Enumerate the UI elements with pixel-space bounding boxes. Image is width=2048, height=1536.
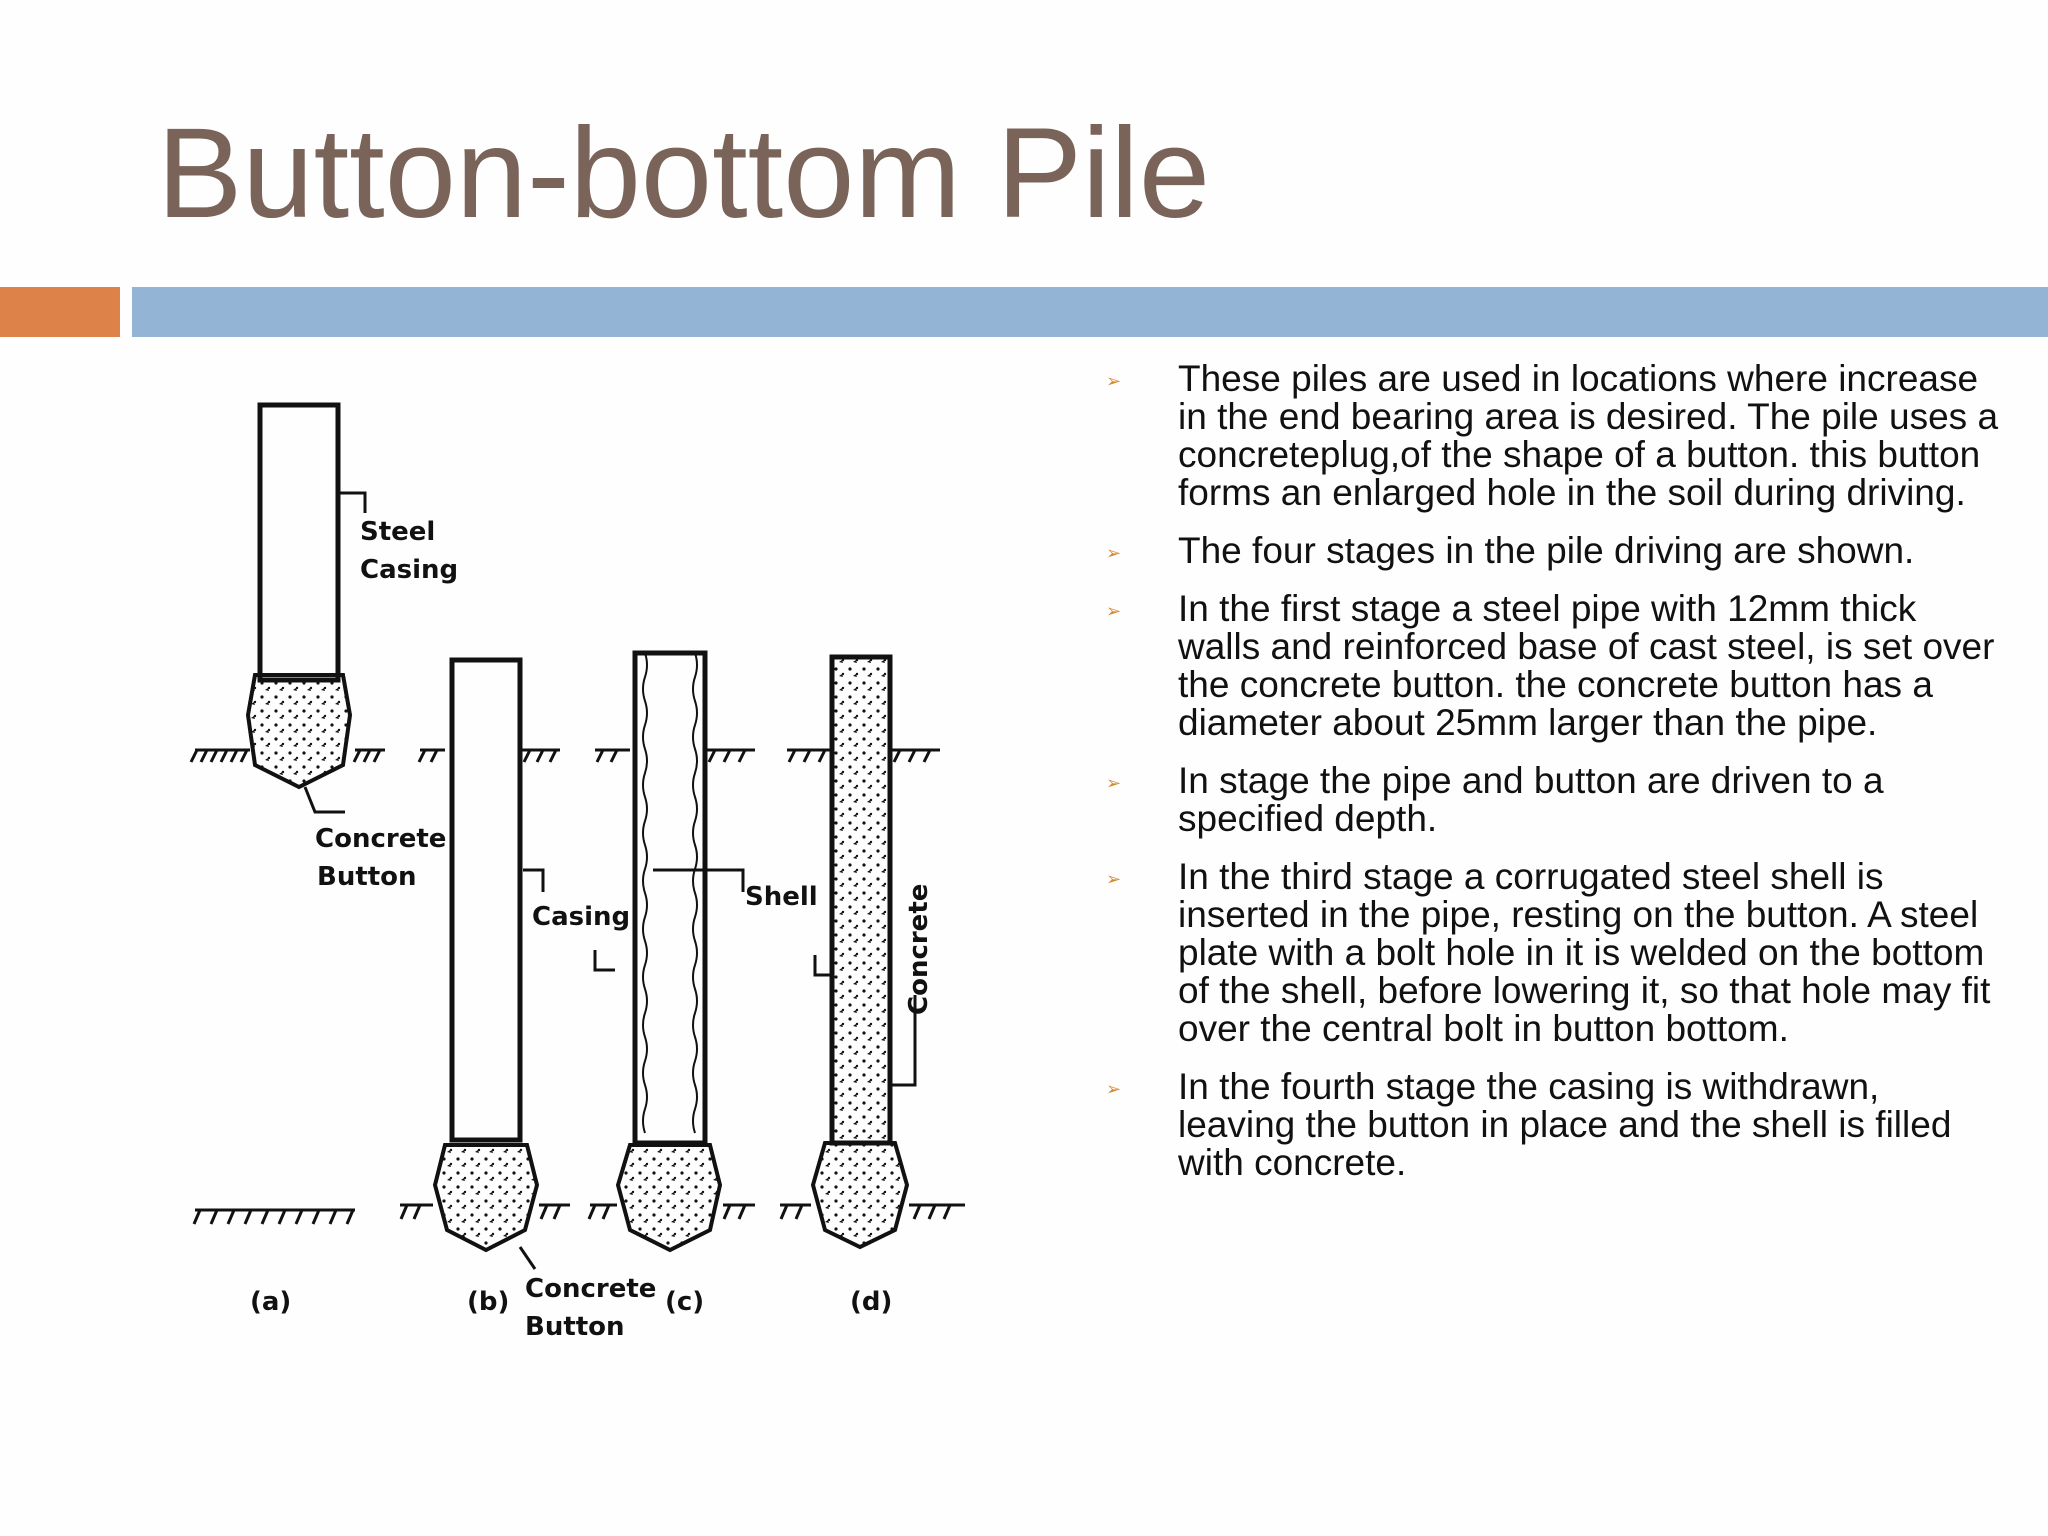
arrow-bullet-icon: ➢ bbox=[1106, 1079, 1122, 1099]
stage-b: Casing Concrete Button (b) bbox=[399, 657, 656, 1342]
label-stage-d: (d) bbox=[850, 1287, 892, 1317]
concrete-button-c bbox=[615, 1143, 723, 1253]
ground-line-d-top bbox=[787, 748, 940, 763]
concrete-filled-shell-d bbox=[829, 654, 893, 1146]
slide-title: Button-bottom Pile bbox=[157, 102, 1210, 245]
bullet-item: ➢ In stage the pipe and button are drive… bbox=[1100, 762, 2000, 838]
bullet-text: In the first stage a steel pipe with 12m… bbox=[1178, 588, 1995, 743]
arrow-bullet-icon: ➢ bbox=[1106, 869, 1122, 889]
ground-line-b-bottom bbox=[399, 1203, 570, 1220]
steel-casing-a bbox=[257, 402, 341, 683]
bullet-text: In the third stage a corrugated steel sh… bbox=[1178, 856, 1991, 1049]
ground-line-b-top bbox=[417, 748, 560, 763]
label-button-b: Button bbox=[525, 1312, 625, 1342]
bullet-item: ➢ In the third stage a corrugated steel … bbox=[1100, 858, 2000, 1048]
arrow-bullet-icon: ➢ bbox=[1106, 773, 1122, 793]
bullet-item: ➢ These piles are used in locations wher… bbox=[1100, 360, 2000, 512]
concrete-button-d bbox=[810, 1141, 910, 1250]
concrete-button-b bbox=[432, 1143, 540, 1253]
label-button-a: Button bbox=[317, 862, 417, 892]
pile-stages-diagram: Steel Casing Concrete Button (a) bbox=[175, 385, 995, 1345]
ground-line-a-top bbox=[189, 748, 385, 763]
bullet-text: The four stages in the pile driving are … bbox=[1178, 530, 1915, 571]
bullet-item: ➢ In the first stage a steel pipe with 1… bbox=[1100, 590, 2000, 742]
ground-line-c-bottom bbox=[587, 1203, 755, 1220]
bullet-item: ➢ In the fourth stage the casing is with… bbox=[1100, 1068, 2000, 1182]
label-shell: Shell bbox=[745, 882, 818, 912]
label-steel: Steel bbox=[360, 517, 435, 547]
label-concrete-a: Concrete bbox=[315, 824, 446, 854]
label-casing-a: Casing bbox=[360, 555, 458, 585]
stage-d: Concrete (d) bbox=[779, 654, 965, 1317]
ground-line-a-bottom bbox=[192, 1208, 355, 1225]
ground-line-d-bottom bbox=[779, 1203, 965, 1220]
stage-a: Steel Casing Concrete Button (a) bbox=[189, 402, 458, 1317]
concrete-button-a bbox=[245, 673, 353, 790]
label-stage-b: (b) bbox=[467, 1287, 509, 1317]
accent-bar bbox=[0, 287, 120, 337]
title-underline-bar bbox=[132, 287, 2048, 337]
ground-line-c-top bbox=[595, 748, 755, 763]
arrow-bullet-icon: ➢ bbox=[1106, 601, 1122, 621]
casing-b bbox=[449, 657, 523, 1143]
bullet-text: In stage the pipe and button are driven … bbox=[1178, 760, 1884, 839]
shell-left-c bbox=[642, 652, 648, 1134]
bullet-item: ➢ The four stages in the pile driving ar… bbox=[1100, 532, 2000, 570]
bullet-list: ➢ These piles are used in locations wher… bbox=[1100, 360, 2000, 1202]
label-stage-a: (a) bbox=[250, 1287, 291, 1317]
arrow-bullet-icon: ➢ bbox=[1106, 371, 1122, 391]
stage-c: Shell (c) bbox=[587, 650, 818, 1317]
label-concrete-b: Concrete bbox=[525, 1274, 656, 1304]
label-stage-c: (c) bbox=[665, 1287, 704, 1317]
label-casing-b: Casing bbox=[532, 902, 630, 932]
bullet-text: These piles are used in locations where … bbox=[1178, 358, 1999, 513]
shell-right-c bbox=[692, 652, 698, 1134]
pile-diagram-svg: Steel Casing Concrete Button (a) bbox=[189, 402, 965, 1342]
bullet-text: In the fourth stage the casing is withdr… bbox=[1178, 1066, 1952, 1183]
label-concrete-d: Concrete bbox=[904, 884, 934, 1015]
arrow-bullet-icon: ➢ bbox=[1106, 543, 1122, 563]
